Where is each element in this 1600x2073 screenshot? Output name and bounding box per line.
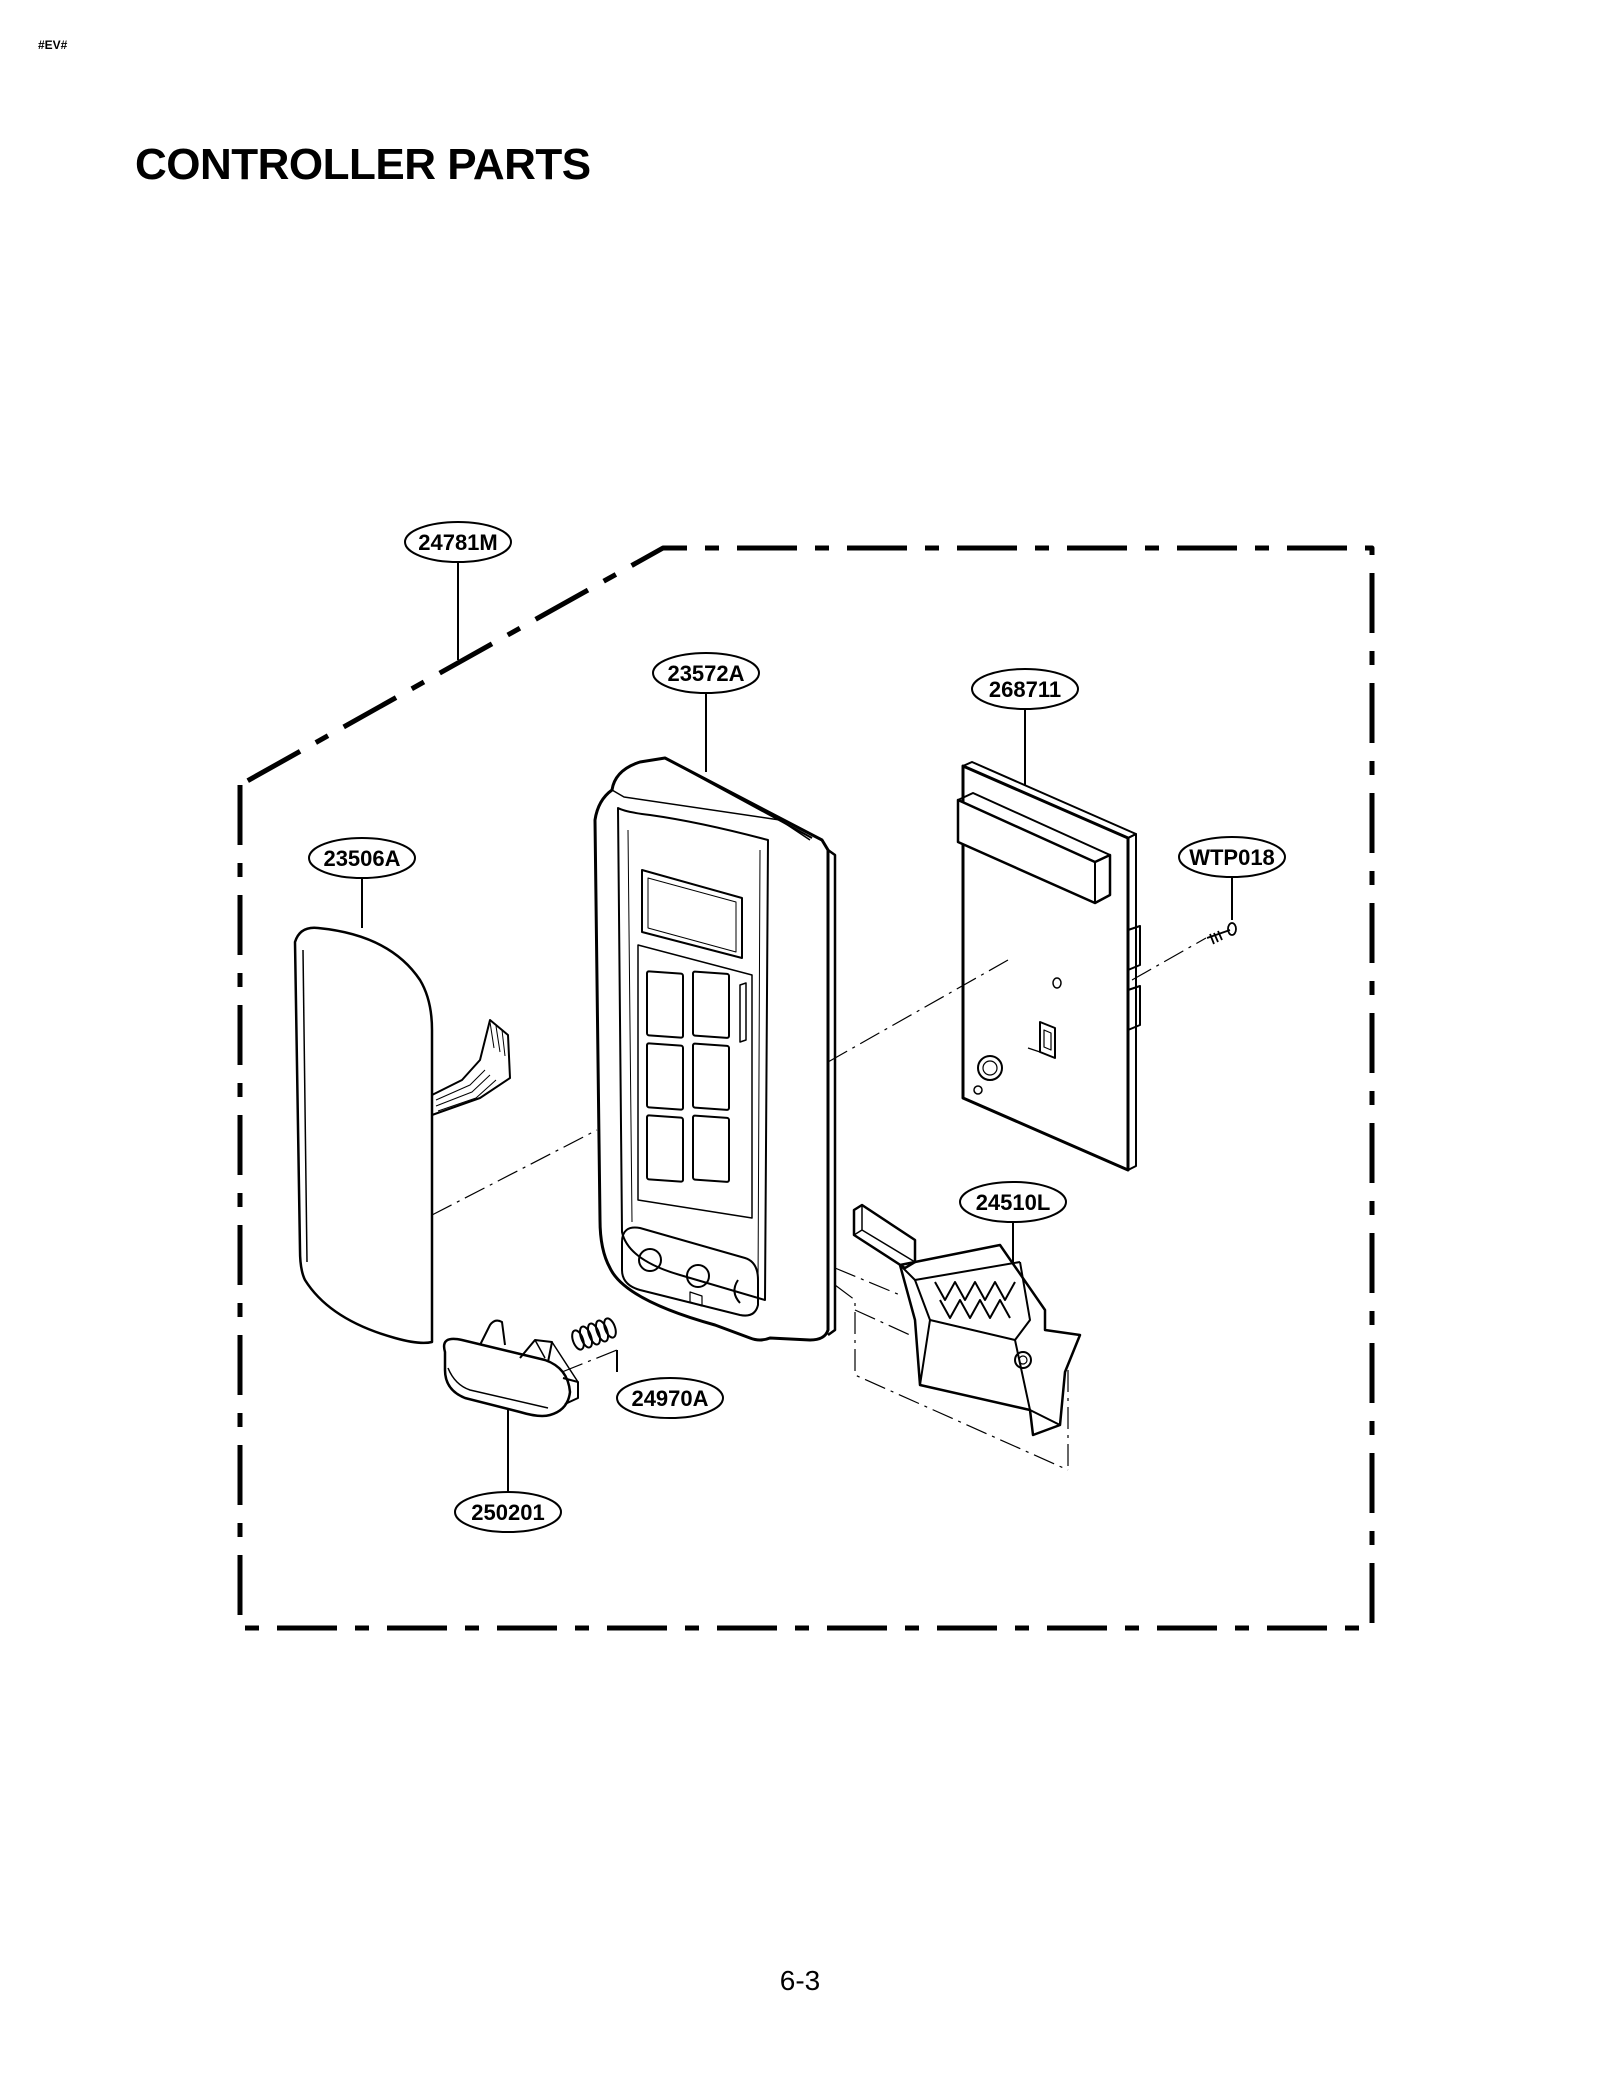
label-ellipse-24781M — [404, 521, 512, 563]
screw-drawing — [1206, 922, 1237, 945]
leader-lines — [361, 562, 1233, 1497]
label-ellipse-250201 — [454, 1491, 562, 1533]
part-label-23506A: 23506A — [323, 846, 400, 871]
membrane-keypad-drawing — [293, 926, 511, 1345]
label-ellipse-24510L — [959, 1181, 1067, 1223]
part-label-WTP018: WTP018 — [1189, 845, 1275, 870]
label-ellipse-23506A — [308, 837, 416, 879]
part-label-24781M: 24781M — [418, 530, 498, 555]
part-label-268711: 268711 — [989, 677, 1061, 702]
doc-code: #EV# — [38, 38, 68, 52]
label-ellipse-WTP018 — [1178, 836, 1286, 878]
page-title: CONTROLLER PARTS — [135, 140, 591, 189]
label-ellipse-23572A — [652, 652, 760, 694]
spring-drawing — [571, 1317, 617, 1351]
part-label-24970A: 24970A — [631, 1386, 708, 1411]
page-number: 6-3 — [779, 1965, 821, 1996]
controller-frame-drawing — [593, 756, 837, 1342]
part-label-250201: 250201 — [471, 1500, 544, 1525]
door-button-drawing — [442, 1319, 579, 1418]
lever-drawing — [852, 1203, 1082, 1437]
pcb-drawing — [956, 761, 1141, 1172]
part-label-23572A: 23572A — [667, 661, 744, 686]
label-ellipse-24970A — [616, 1377, 724, 1419]
label-ellipse-268711 — [971, 668, 1079, 710]
alignment-lines — [431, 937, 1207, 1471]
assembly-boundary — [237, 545, 1375, 1631]
part-label-24510L: 24510L — [976, 1190, 1051, 1215]
